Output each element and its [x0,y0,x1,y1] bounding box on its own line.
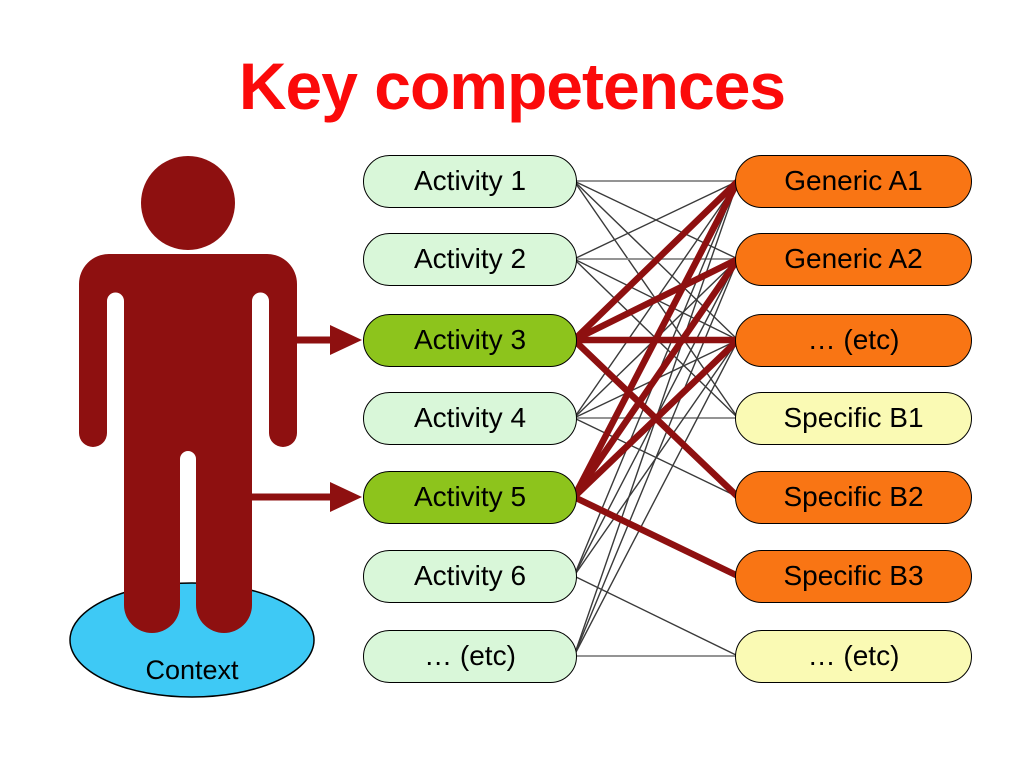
activity-box-6: Activity 6 [363,549,577,603]
activity-box-5: Activity 5 [363,470,577,524]
activity-box-4: Activity 4 [363,391,577,445]
link-activity7-competence2 [573,258,739,657]
link-activity6-competence7 [573,575,739,657]
competence-box-2: Generic A2 [735,232,972,286]
context-label: Context [145,655,239,685]
strong-link-activity5-competence2 [571,257,741,499]
activity-box-1: Activity 1 [363,154,577,208]
activity-box-2: Activity 2 [363,232,577,286]
strong-link-activity5-competence1 [571,179,741,499]
competence-box-6: Specific B3 [735,549,972,603]
competence-box-7: … (etc) [735,629,972,683]
link-activity7-competence3 [573,339,739,657]
strong-link-activity3-competence1 [571,178,741,343]
strong-link-activity3-competence2 [572,256,740,343]
competence-box-4: Specific B1 [735,391,972,445]
person-icon [79,156,297,633]
activity-box-3: Activity 3 [363,313,577,367]
arrow-head-icon [330,482,362,512]
connection-lines [571,178,741,657]
competence-box-1: Generic A1 [735,154,972,208]
strong-link-activity5-competence3 [571,337,741,500]
competence-box-5: Specific B2 [735,470,972,524]
activity-box-7: … (etc) [363,629,577,683]
page-title: Key competences [238,49,786,123]
competence-box-3: … (etc) [735,313,972,367]
person-arrows [250,325,362,512]
arrow-head-icon [330,325,362,355]
strong-link-activity5-competence6 [572,494,740,579]
link-activity2-competence1 [573,180,739,260]
